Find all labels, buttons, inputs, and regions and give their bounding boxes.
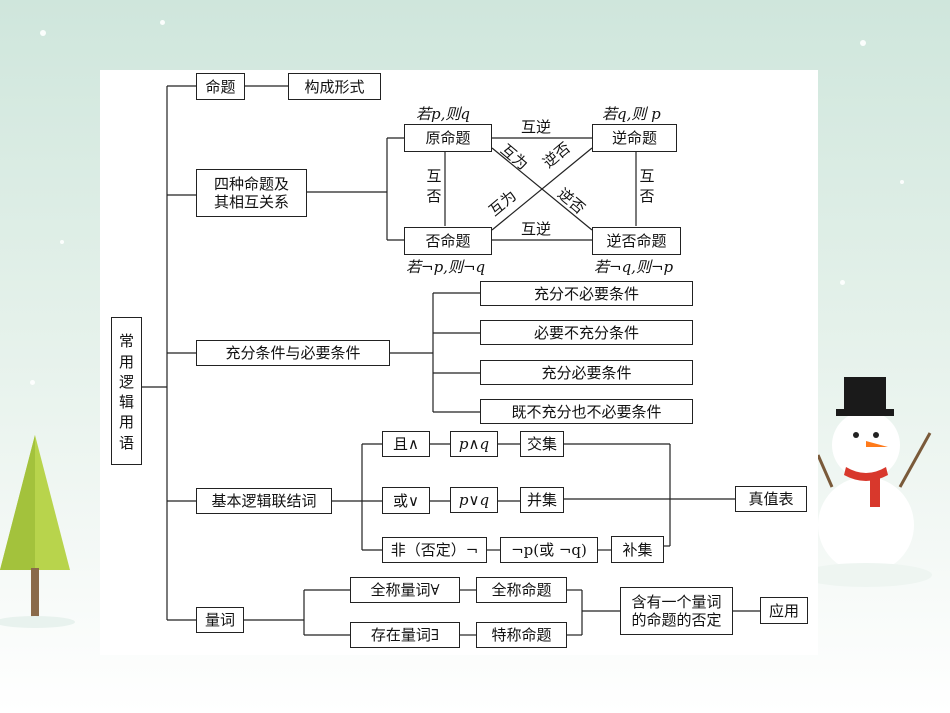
- node-structure-form: 构成形式: [288, 73, 381, 100]
- root-common-logic-terms: 常 用 逻 辑 用 语: [111, 317, 142, 465]
- pine-tree-illustration: [0, 435, 75, 628]
- node-existential-quantifier: 存在量词∃: [350, 622, 460, 648]
- node-condition-item: 既不充分也不必要条件: [480, 399, 693, 424]
- node-truth-table: 真值表: [735, 486, 807, 512]
- node-quantifiers: 量词: [196, 607, 244, 633]
- root-char: 用: [118, 413, 134, 432]
- label-mutual-converse-top: 互逆: [521, 118, 552, 136]
- node-original-proposition: 原命题: [404, 124, 492, 152]
- node-condition-item: 充分必要条件: [480, 360, 693, 385]
- node-inverse-proposition: 否命题: [404, 227, 492, 255]
- node-and-expression: p∧q: [450, 431, 498, 457]
- node-proposition: 命题: [196, 73, 245, 100]
- node-universal-quantifier: 全称量词∀: [350, 577, 460, 603]
- snow-dot: [40, 30, 46, 36]
- label-inverse-form: 若¬p,则¬q: [406, 258, 486, 276]
- snow-dot: [860, 40, 866, 46]
- root-char: 语: [118, 433, 134, 452]
- label-mutual-negation-right: 互否: [639, 167, 655, 205]
- snow-dot: [160, 20, 165, 25]
- snow-dot: [900, 180, 904, 184]
- node-not: 非（否定）¬: [382, 537, 487, 563]
- snow-dot: [30, 380, 35, 385]
- node-union: 并集: [520, 487, 564, 513]
- label-converse-form: 若q,则 p: [602, 105, 661, 123]
- label-mutual-negation-left: 互否: [426, 167, 442, 205]
- node-sufficient-necessary-conditions: 充分条件与必要条件: [196, 340, 390, 366]
- root-char: 常: [118, 332, 134, 351]
- root-char: 辑: [118, 393, 134, 411]
- node-or: 或∨: [382, 487, 430, 514]
- node-four-propositions: 四种命题及其相互关系: [196, 169, 307, 217]
- snow-dot: [840, 280, 845, 285]
- label-contrapositive-form: 若¬q,则¬p: [594, 258, 674, 276]
- node-condition-item: 充分不必要条件: [480, 281, 693, 306]
- node-application: 应用: [760, 597, 808, 624]
- node-complement: 补集: [611, 536, 664, 563]
- node-condition-item: 必要不充分条件: [480, 320, 693, 345]
- label-original-form: 若p,则q: [416, 105, 470, 123]
- connector-lines: [142, 85, 760, 636]
- node-existential-proposition: 特称命题: [476, 622, 567, 648]
- node-not-expression: ¬p(或 ¬q): [500, 537, 598, 563]
- node-universal-proposition: 全称命题: [476, 577, 567, 603]
- label-mutual-converse-bottom: 互逆: [521, 220, 552, 238]
- node-basic-logical-connectives: 基本逻辑联结词: [196, 488, 332, 514]
- snow-dot: [60, 240, 64, 244]
- logic-concept-map: 常 用 逻 辑 用 语 命题 构成形式 四种命题及其相互关系 原命题 逆命题 否…: [100, 70, 818, 655]
- node-converse-proposition: 逆命题: [592, 124, 677, 152]
- node-quantifier-negation: 含有一个量词的命题的否定: [620, 587, 733, 635]
- root-char: 逻: [118, 372, 134, 391]
- node-intersection: 交集: [520, 431, 564, 457]
- node-and: 且∧: [382, 431, 430, 457]
- snowman-illustration: [818, 377, 932, 587]
- root-char: 用: [118, 352, 134, 371]
- node-or-expression: p∨q: [450, 487, 498, 513]
- node-contrapositive-proposition: 逆否命题: [592, 227, 681, 255]
